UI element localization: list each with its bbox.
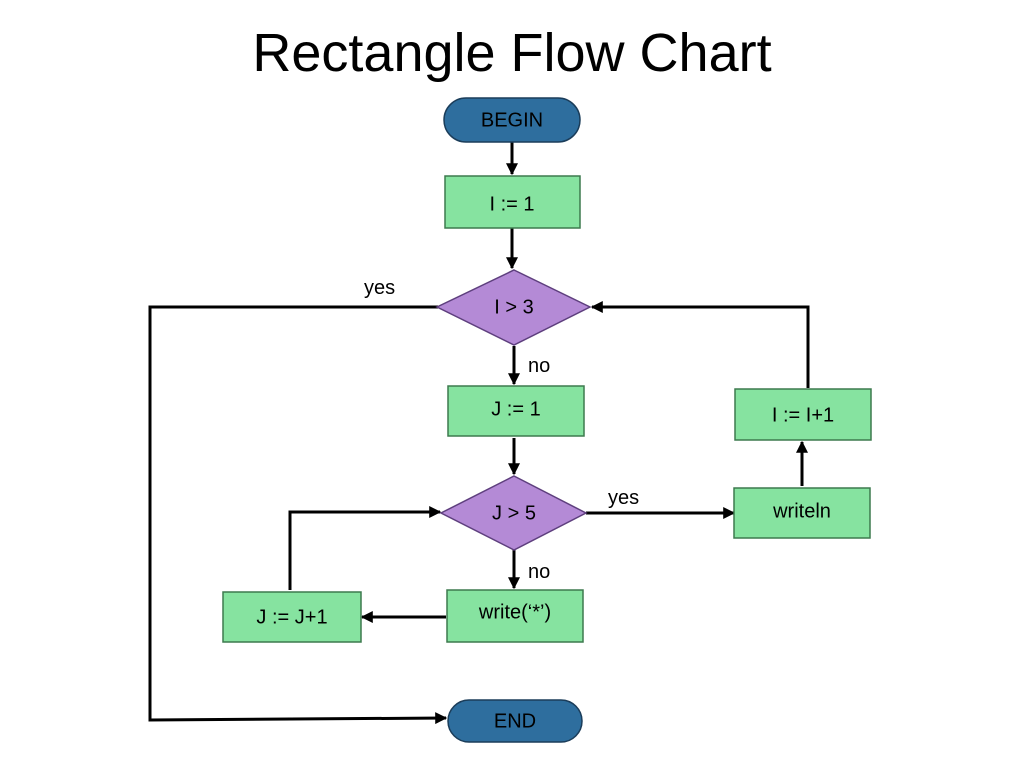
j-inc-shape	[222, 591, 362, 643]
write-star-shape	[446, 589, 584, 643]
j-init-shape	[447, 385, 585, 437]
process-i-init: I := 1	[444, 175, 581, 229]
j-check-shape	[439, 475, 588, 551]
begin-label: BEGIN	[481, 109, 543, 131]
process-j-init: J := 1	[447, 385, 585, 437]
begin-shape	[443, 97, 581, 143]
i-inc-label: I := I+1	[772, 404, 834, 426]
edge-i-check-to-end	[148, 305, 448, 725]
writeln-shape	[733, 487, 871, 539]
edge-i-inc-to-i-check	[590, 301, 810, 388]
process-j-inc: J := J+1	[222, 591, 362, 643]
i-init-shape	[444, 175, 581, 229]
edge-j-inc-to-j-check	[288, 506, 442, 590]
begin-terminal: BEGIN	[443, 97, 581, 143]
connectors	[148, 142, 810, 725]
write-star-label: write(‘*’)	[478, 601, 551, 623]
label-j-check-yes: yes	[608, 487, 639, 509]
j-inc-label: J := J+1	[256, 606, 327, 628]
page-title: Rectangle Flow Chart	[252, 23, 772, 83]
j-check-label: J > 5	[492, 502, 536, 524]
decision-j-check: J > 5	[439, 475, 588, 551]
end-label: END	[494, 710, 536, 732]
i-check-shape	[435, 269, 592, 346]
end-shape	[447, 699, 583, 743]
i-init-label: I := 1	[489, 193, 534, 215]
i-check-label: I > 3	[494, 296, 533, 318]
label-i-check-no: no	[528, 355, 550, 377]
label-i-check-yes: yes	[364, 277, 395, 299]
end-terminal: END	[447, 699, 583, 743]
j-init-label: J := 1	[491, 398, 540, 420]
writeln-label: writeln	[772, 500, 831, 522]
process-writeln: writeln	[733, 487, 871, 539]
process-write-star: write(‘*’)	[446, 589, 584, 643]
i-inc-shape	[734, 388, 872, 441]
process-i-inc: I := I+1	[734, 388, 872, 441]
decision-i-check: I > 3	[435, 269, 592, 346]
label-j-check-no: no	[528, 561, 550, 583]
